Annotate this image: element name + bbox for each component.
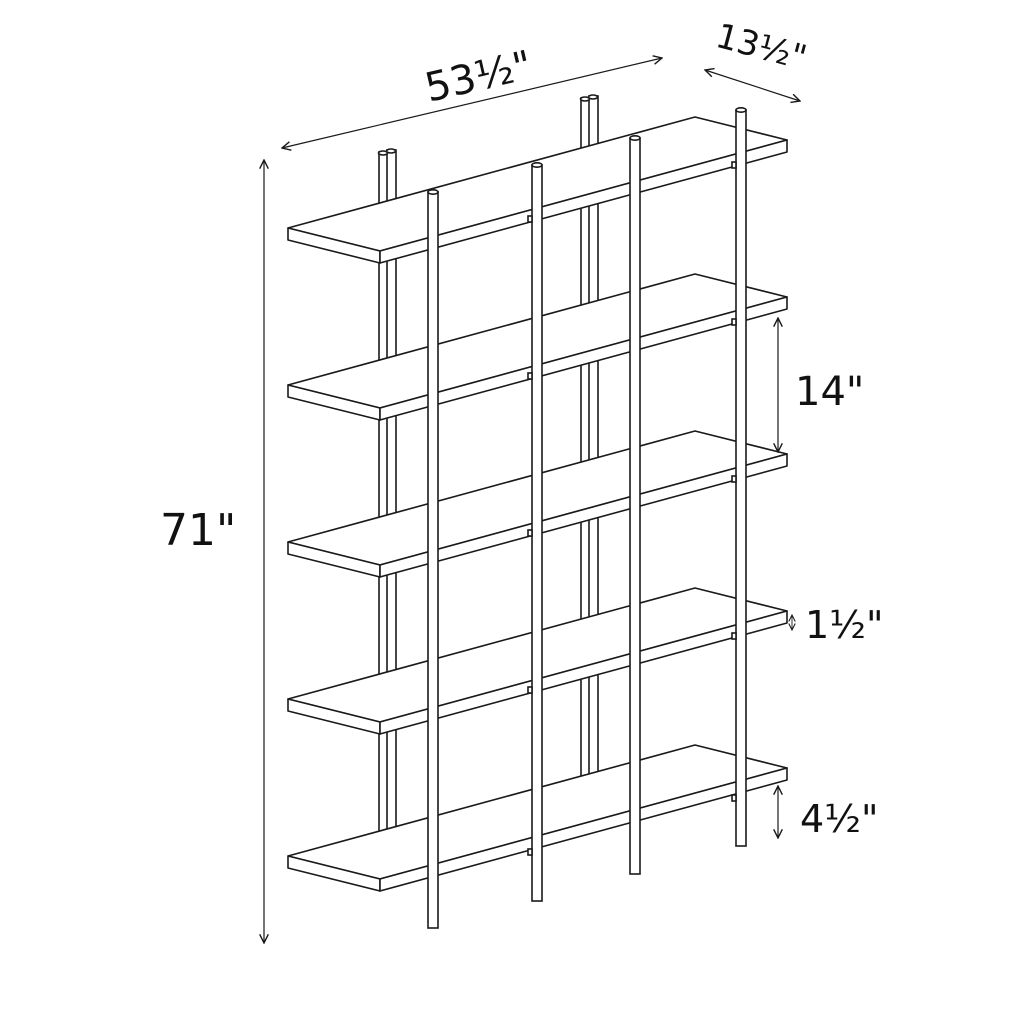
dimension-lines [264,58,800,943]
shelf-spacing-label: 14" [795,369,864,415]
clearance-label: 4½" [800,797,879,841]
width-arrow [282,58,662,148]
depth-label: 13½" [712,16,811,78]
depth-arrow [705,70,800,101]
height-label: 71" [160,505,236,556]
shelf-brackets [527,161,737,856]
thickness-label: 1½" [805,603,884,647]
